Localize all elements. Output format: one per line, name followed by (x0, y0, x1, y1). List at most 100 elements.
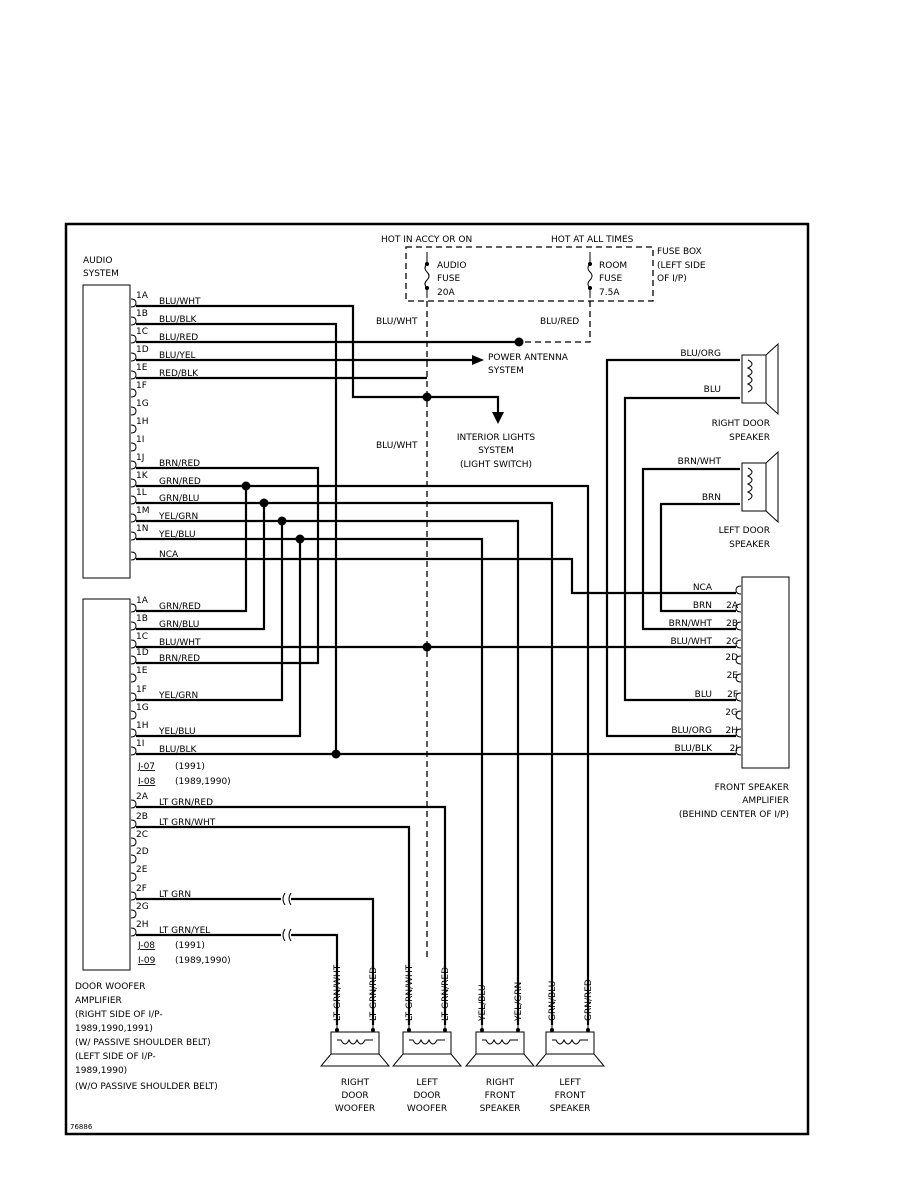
svg-text:BRN: BRN (702, 493, 721, 503)
svg-text:FUSE: FUSE (437, 274, 460, 284)
wire-label: GRN/RED (584, 979, 594, 1021)
pin-id: 1D (136, 648, 149, 658)
connector-pin: 2G (725, 708, 742, 720)
pin-id: 1N (136, 524, 148, 534)
wire-label: BRN (693, 601, 712, 611)
svg-text:(1991): (1991) (175, 762, 205, 772)
pin-id: 1G (136, 703, 149, 713)
wire-label: BLU (695, 690, 712, 700)
svg-text:LEFT DOOR: LEFT DOOR (719, 526, 770, 536)
connector-pin: 1G (130, 399, 149, 416)
connector-pin: 1N YEL/BLU (130, 524, 196, 541)
door-woofer-amp-label: DOOR WOOFER AMPLIFIER (RIGHT SIDE OF I/P… (75, 982, 218, 1092)
fuse-box-title: FUSE BOX (657, 247, 702, 257)
svg-text:ROOM: ROOM (599, 261, 627, 271)
audio-system: AUDIO SYSTEM 1ABLU/WHT1BBLU/BLK1CBLU/RED… (82, 256, 201, 579)
svg-text:BLU/ORG: BLU/ORG (680, 349, 721, 359)
pin-id: 1K (136, 471, 149, 481)
left-door-speaker: BRN/WHT BRN LEFT DOOR SPEAKER (678, 450, 779, 550)
wire-label: LT GRN (159, 890, 191, 900)
connector-pin: 1H (130, 417, 149, 434)
pin-id: 1E (136, 666, 148, 676)
pin-id: 1L (136, 488, 147, 498)
fuse-wire-blu-red: BLU/RED (540, 317, 579, 327)
wire-label: LT GRN/WHT (159, 818, 216, 828)
right-door-speaker: BLU/ORG BLU RIGHT DOOR SPEAKER (680, 342, 779, 443)
svg-text:FUSE: FUSE (599, 274, 622, 284)
connector-pin: 2E (727, 671, 742, 683)
wire-label: LT GRN/WHT (333, 964, 343, 1021)
connector-pin: 2D (130, 847, 149, 864)
svg-text:1989,1990): 1989,1990) (75, 1066, 127, 1076)
svg-text:BRN/WHT: BRN/WHT (678, 457, 722, 467)
connector-pin: 1D BRN/RED (130, 648, 200, 665)
fuse-wire-blu-wht: BLU/WHT (376, 317, 418, 327)
speaker-label: DOOR (341, 1091, 368, 1101)
connector-pin: 2C (130, 830, 148, 847)
speaker-label: FRONT (485, 1091, 516, 1101)
svg-text:(LEFT SIDE OF I/P-: (LEFT SIDE OF I/P- (75, 1052, 156, 1062)
connector-pin: 1I (130, 435, 144, 452)
svg-text:SPEAKER: SPEAKER (729, 433, 770, 443)
pin-id: 2D (725, 653, 738, 663)
svg-text:7.5A: 7.5A (599, 288, 620, 298)
wire-label: GRN/BLU (159, 620, 199, 630)
pin-id: 1H (136, 417, 149, 427)
pin-id: 2I (730, 744, 738, 754)
pin-id: 1F (136, 685, 147, 695)
pin-id: 2B (136, 812, 148, 822)
pin-id: 2F (136, 884, 147, 894)
speaker-label: SPEAKER (480, 1104, 521, 1114)
pin-id: 1J (136, 453, 144, 463)
connector-pin: 2H BLU/ORG (671, 726, 742, 738)
svg-text:(1989,1990): (1989,1990) (175, 956, 231, 966)
pin-id: 1I (136, 739, 144, 749)
svg-text:SYSTEM: SYSTEM (478, 446, 514, 456)
wire-label: LT GRN/RED (441, 967, 451, 1021)
svg-text:(1989,1990): (1989,1990) (175, 777, 231, 787)
wire-label: RED/BLK (159, 369, 199, 379)
audio-system-title: AUDIO (83, 256, 112, 266)
wire-label: BRN/RED (159, 654, 200, 664)
pin-id: 2E (727, 671, 739, 681)
wire-label: BLU/ORG (671, 726, 712, 736)
pin-id: 2H (726, 726, 739, 736)
door-woofer-amplifier: 1AGRN/RED1BGRN/BLU1CBLU/WHT1DBRN/RED1E1F… (75, 596, 231, 1092)
pin-id: 2C (726, 637, 738, 647)
svg-text:AMPLIFIER: AMPLIFIER (75, 996, 122, 1006)
wire-label: YEL/GRN (158, 691, 198, 701)
wire-label: YEL/GRN (514, 982, 524, 1022)
svg-text:AUDIO: AUDIO (437, 261, 466, 271)
wire-label: BLU/BLK (159, 315, 198, 325)
connector-pin: NCA (130, 550, 179, 561)
wire-label: LT GRN/YEL (159, 926, 210, 936)
pin-id: 2G (725, 708, 738, 718)
svg-text:SYSTEM: SYSTEM (83, 269, 119, 279)
connector-pin: 2F LT GRN (130, 884, 191, 901)
speaker-label: WOOFER (335, 1104, 375, 1114)
wire-label: YEL/BLU (158, 530, 196, 540)
splice-points (241, 337, 524, 759)
svg-text:POWER ANTENNA: POWER ANTENNA (488, 353, 569, 363)
figure-number: 76886 (70, 1123, 93, 1131)
svg-text:(LIGHT SWITCH): (LIGHT SWITCH) (460, 460, 532, 470)
connector-pin: 2E (130, 865, 148, 882)
svg-text:SYSTEM: SYSTEM (488, 366, 524, 376)
pin-id: 2B (726, 619, 738, 629)
wire-label: BLU/RED (159, 333, 198, 343)
svg-text:(BEHIND CENTER OF I/P): (BEHIND CENTER OF I/P) (679, 810, 789, 820)
connector-pin: 1G (130, 703, 149, 720)
svg-text:1989,1990,1991): 1989,1990,1991) (75, 1024, 153, 1034)
svg-text:INTERIOR LIGHTS: INTERIOR LIGHTS (457, 433, 536, 443)
front-speaker-amp-label: FRONT SPEAKER (715, 783, 789, 793)
